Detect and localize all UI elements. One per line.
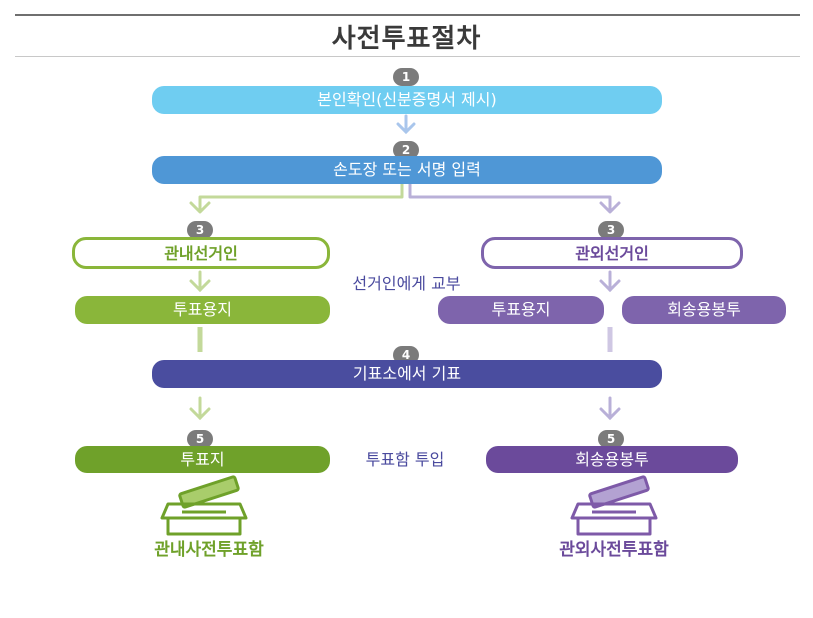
arrow-left-4-to-5 bbox=[189, 396, 211, 421]
step-1-badge: 1 bbox=[393, 68, 419, 86]
step-4-badge: 4 bbox=[393, 346, 419, 364]
step-3-right-badge: 3 bbox=[598, 221, 624, 239]
step-2-badge: 2 bbox=[393, 141, 419, 159]
in-district-ballot-box-label: 관내사전투표함 bbox=[154, 540, 264, 560]
step-5-left-badge: 5 bbox=[187, 430, 213, 448]
arrow-right-4-to-5 bbox=[599, 396, 621, 421]
arrow-1-to-2 bbox=[396, 114, 416, 135]
title-rule-top bbox=[15, 14, 800, 16]
step-1-identity-check: 본인확인(신분증명서 제시) bbox=[152, 86, 662, 114]
in-district-voter: 관내선거인 bbox=[72, 237, 330, 269]
ballot-paper-right: 투표용지 bbox=[438, 296, 604, 324]
return-envelope-final: 회송용봉투 bbox=[486, 446, 738, 473]
arrow-left-3-to-ballot bbox=[189, 270, 211, 293]
arrow-right-3-to-ballot bbox=[599, 270, 621, 293]
step-4-mark-ballot: 기표소에서 기표 bbox=[152, 360, 662, 388]
ballot-left-final: 투표지 bbox=[75, 446, 330, 473]
ballot-box-icon-right bbox=[570, 475, 658, 536]
title-rule-bottom bbox=[15, 56, 800, 57]
ballot-paper-left: 투표용지 bbox=[75, 296, 330, 324]
out-of-district-ballot-box-label: 관외사전투표함 bbox=[559, 540, 669, 560]
out-of-district-voter: 관외선거인 bbox=[481, 237, 743, 269]
ballot-box-icon-left bbox=[160, 475, 248, 536]
page-title: 사전투표절차 bbox=[331, 24, 482, 54]
cast-into-box-text: 투표함 투입 bbox=[365, 450, 445, 469]
arrow-2-to-left bbox=[189, 181, 404, 214]
issue-to-voter-text: 선거인에게 교부 bbox=[352, 274, 461, 293]
return-envelope: 회송용봉투 bbox=[622, 296, 786, 324]
step-2-signature: 손도장 또는 서명 입력 bbox=[152, 156, 662, 184]
arrow-2-to-right bbox=[408, 181, 621, 214]
step-3-left-badge: 3 bbox=[187, 221, 213, 239]
step-5-right-badge: 5 bbox=[598, 430, 624, 448]
